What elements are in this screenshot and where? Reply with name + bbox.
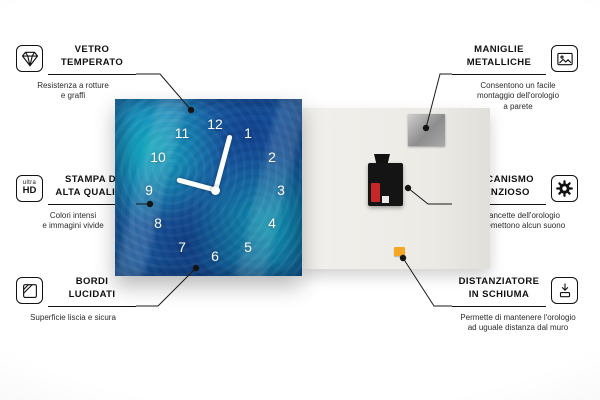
clock-number: 3 <box>277 182 285 198</box>
clock-number: 5 <box>244 239 252 255</box>
metal-hanger-plate <box>408 114 445 146</box>
callout-title: BORDI LUCIDATI <box>48 276 136 307</box>
diamond-icon <box>16 45 43 72</box>
clock-number: 11 <box>174 125 190 141</box>
callout-desc: Colori intensi e immagini vivide <box>42 210 104 231</box>
clock-number: 9 <box>145 182 153 198</box>
polished-edges-icon <box>16 277 43 304</box>
callout-title: STAMPA DI ALTA QUALITÀ <box>48 174 136 205</box>
callout-title: DISTANZIATORE IN SCHIUMA <box>452 276 546 307</box>
clock-number: 4 <box>268 215 276 231</box>
callout-desc: Resistenza a rotture e graffi <box>37 80 109 101</box>
callout-maniglie-metalliche: MANIGLIE METALLICHE Consentono un facile… <box>452 44 584 113</box>
clock-number: 12 <box>207 116 223 132</box>
hour-hand <box>175 177 216 193</box>
callout-desc: Superficie liscia e sicura <box>30 312 116 322</box>
hanger-hook <box>374 154 390 164</box>
battery <box>371 183 380 202</box>
callout-title: MECCANISMO SILENZIOSO <box>452 174 546 205</box>
ultra-hd-icon-text: ultra <box>22 180 37 187</box>
clock-number: 1 <box>244 125 252 141</box>
callout-bordi-lucidati: BORDI LUCIDATI Superficie liscia e sicur… <box>10 276 136 323</box>
foam-spacer-icon <box>551 277 578 304</box>
foam-spacer <box>394 247 405 256</box>
clock-number: 6 <box>211 248 219 264</box>
clock-front-face: 12 1 2 3 4 5 6 7 8 9 10 11 <box>115 99 302 276</box>
ultra-hd-icon: ultra HD <box>16 175 43 202</box>
clock-back-panel <box>302 108 490 269</box>
clock-number: 10 <box>150 149 166 165</box>
picture-frame-icon <box>551 45 578 72</box>
callout-meccanismo-silenzioso: MECCANISMO SILENZIOSO Le lancette dell'o… <box>452 174 584 232</box>
clock-number: 2 <box>268 149 276 165</box>
callout-distanziatore-schiuma: DISTANZIATORE IN SCHIUMA Permette di man… <box>452 276 584 334</box>
ultra-hd-icon-text: HD <box>22 185 37 197</box>
callout-title: MANIGLIE METALLICHE <box>452 44 546 75</box>
clock-number: 8 <box>154 215 162 231</box>
callout-desc: Permette di mantenere l'orologio ad ugua… <box>460 312 576 333</box>
minute-hand <box>213 134 233 191</box>
mechanism-label <box>382 196 389 203</box>
clock-number: 7 <box>178 239 186 255</box>
callout-title: VETRO TEMPERATO <box>48 44 136 75</box>
callout-desc: Consentono un facile montaggio dell'orol… <box>476 80 560 112</box>
clock-mechanism <box>368 163 403 206</box>
callout-vetro-temperato: VETRO TEMPERATO Resistenza a rotture e g… <box>10 44 136 102</box>
clock-center-cap <box>211 186 220 195</box>
gear-icon <box>551 175 578 202</box>
callout-stampa-alta-qualita: ultra HD STAMPA DI ALTA QUALITÀ Colori i… <box>10 174 136 232</box>
